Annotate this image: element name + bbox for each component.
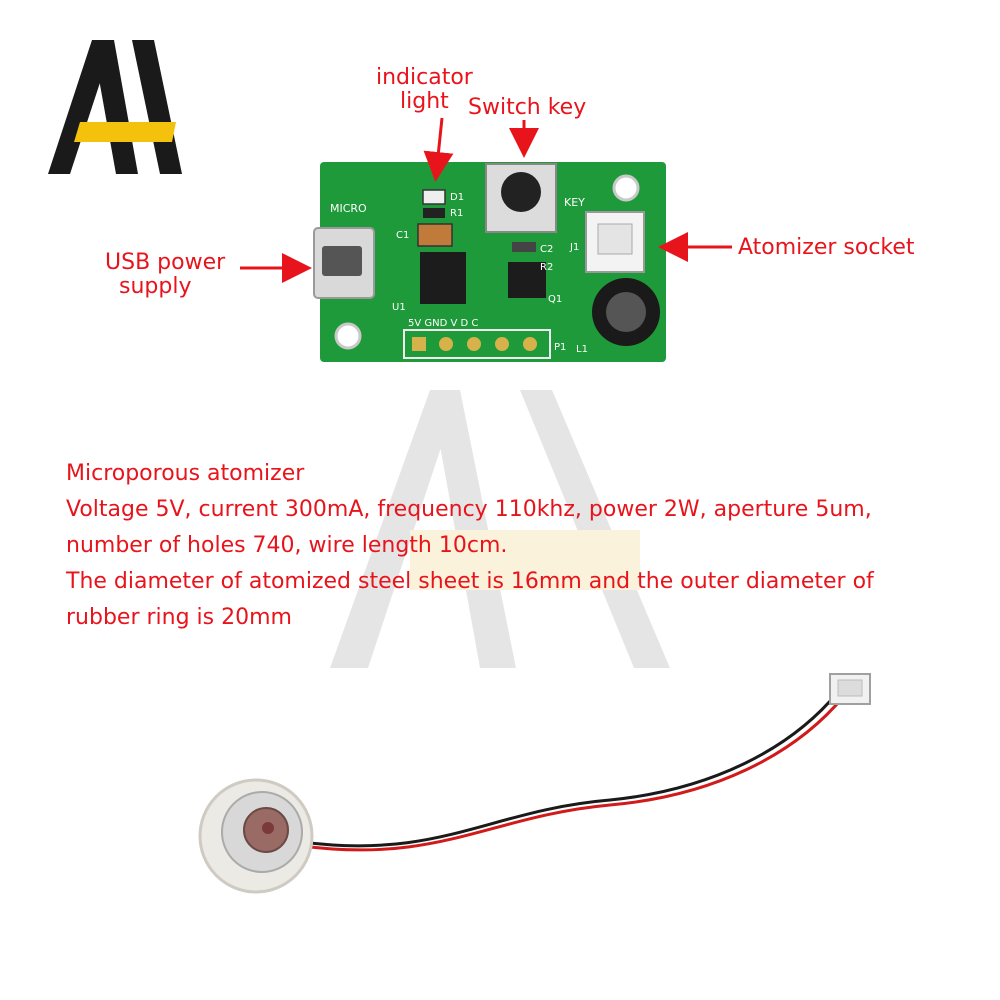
- transistor-q1: [508, 262, 546, 298]
- resistor-r2: [512, 242, 536, 252]
- indicator-light-label: indicator light: [376, 66, 473, 114]
- usb-label-line2: supply: [119, 274, 192, 299]
- wire-black: [301, 691, 840, 848]
- silk-r2: R2: [540, 262, 553, 273]
- switch-key-label: Switch key: [468, 95, 587, 120]
- logo-yellow-bar: [74, 122, 176, 142]
- resistor-r1: [423, 208, 445, 218]
- usb-opening: [322, 246, 362, 276]
- pcb-board: MICRO KEY 5V GND V D C P1 L1 J1 C1 C2 D1…: [313, 162, 666, 362]
- description-line: Microporous atomizer: [66, 461, 305, 486]
- capacitor-c1: [417, 223, 453, 247]
- wire-red: [301, 695, 846, 852]
- silk-pins: 5V GND V D C: [408, 318, 478, 329]
- logo-right-stroke: [132, 40, 182, 174]
- silk-c1: C1: [396, 230, 409, 241]
- product-description: Microporous atomizer Voltage 5V, current…: [66, 456, 966, 636]
- silk-u1: U1: [392, 302, 406, 313]
- description-line: The diameter of atomized steel sheet is …: [66, 569, 874, 594]
- watermark-logo: [330, 390, 670, 668]
- logo-left-stroke: [48, 40, 114, 174]
- silk-q1: Q1: [548, 294, 562, 305]
- indicator-label-line1: indicator: [376, 65, 473, 90]
- pcb-substrate: [320, 162, 666, 362]
- silk-p1: P1: [554, 342, 566, 353]
- usb-power-label: USB power supply: [105, 251, 225, 299]
- ic-u1: [420, 252, 466, 304]
- brand-logo: [48, 40, 182, 174]
- atomizer-disc-image: [198, 673, 871, 894]
- description-line: rubber ring is 20mm: [66, 605, 292, 630]
- silk-j1: J1: [569, 242, 579, 253]
- logo-mid-stroke: [92, 40, 138, 174]
- indicator-label-line2: light: [400, 89, 449, 114]
- silk-key: KEY: [564, 196, 585, 209]
- inductor-core: [606, 292, 646, 332]
- pin-header: [403, 329, 551, 359]
- silk-r1: R1: [450, 208, 463, 219]
- switch-button: [501, 172, 541, 212]
- mounting-hole: [612, 174, 640, 202]
- description-line: number of holes 740, wire length 10cm.: [66, 533, 508, 558]
- indicator-led: [422, 189, 446, 205]
- silk-d1: D1: [450, 192, 464, 203]
- description-line: Voltage 5V, current 300mA, frequency 110…: [66, 497, 872, 522]
- silk-l1: L1: [576, 344, 588, 355]
- wire-connector: [829, 673, 871, 705]
- mounting-hole: [334, 322, 362, 350]
- atomizer-socket-label: Atomizer socket: [738, 235, 915, 260]
- silk-c2: C2: [540, 244, 553, 255]
- usb-label-line1: USB power: [105, 250, 226, 275]
- silk-micro: MICRO: [330, 202, 367, 215]
